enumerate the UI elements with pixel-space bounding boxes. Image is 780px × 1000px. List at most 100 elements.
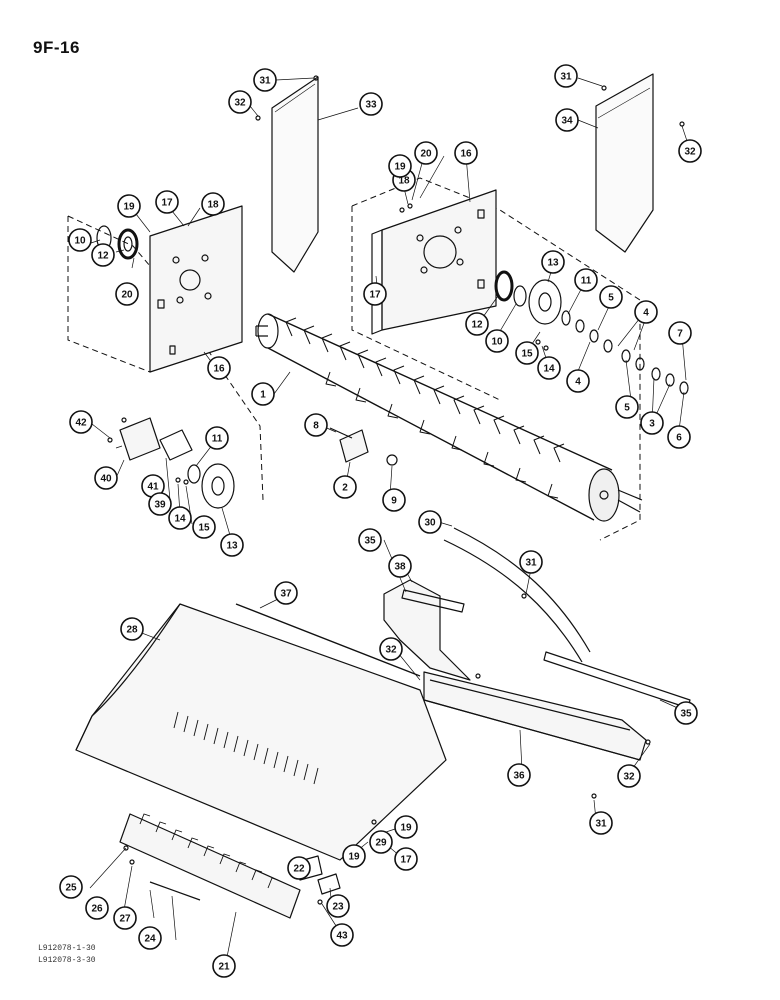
callout-circle	[388, 554, 412, 578]
callout-c20a: 20	[115, 282, 139, 306]
callout-label: 13	[226, 541, 238, 552]
callout-label: 30	[424, 518, 436, 529]
nut-9	[386, 454, 398, 466]
callout-label: 17	[400, 855, 412, 866]
callout-label: 34	[561, 116, 573, 127]
callout-c7: 7	[668, 321, 692, 345]
callout-c38: 38	[388, 554, 412, 578]
callout-c4a: 4	[566, 369, 590, 393]
callout-c16a: 16	[207, 356, 231, 380]
callout-label: 20	[121, 290, 133, 301]
callout-circle	[541, 250, 565, 274]
block-23	[317, 873, 341, 895]
callout-circle	[465, 312, 489, 336]
callout-circle	[69, 410, 93, 434]
callout-c1: 1	[251, 382, 275, 406]
callout-label: 31	[560, 72, 572, 83]
callout-circle	[251, 382, 275, 406]
callout-label: 15	[198, 523, 210, 534]
callout-c23: 23	[326, 894, 350, 918]
callout-label: 16	[460, 149, 472, 160]
side-plate-16-left	[149, 205, 243, 373]
callout-c14b: 14	[168, 506, 192, 530]
callout-label: 18	[207, 200, 219, 211]
cover-plate-35a	[401, 589, 465, 613]
bearing-insert-11	[187, 464, 201, 484]
callout-label: 31	[595, 819, 607, 830]
callout-label: 16	[213, 364, 225, 375]
callout-c4b: 4	[634, 300, 658, 324]
callout-c34: 34	[555, 108, 579, 132]
callout-label: 32	[385, 645, 397, 656]
callout-c27: 27	[113, 906, 137, 930]
callout-circle	[304, 413, 328, 437]
callout-circle	[589, 811, 613, 835]
callout-c10a: 10	[68, 228, 92, 252]
callout-circle	[358, 528, 382, 552]
callout-label: 32	[234, 98, 246, 109]
callout-label: 25	[65, 883, 77, 894]
callout-circle	[330, 923, 354, 947]
callout-label: 29	[375, 838, 387, 849]
callout-c31c: 31	[519, 550, 543, 574]
callout-c3: 3	[640, 411, 664, 435]
callout-circle	[68, 228, 92, 252]
callout-c11b: 11	[205, 426, 229, 450]
callout-circle	[333, 475, 357, 499]
callout-circle	[519, 550, 543, 574]
callout-label: 33	[365, 100, 377, 111]
callout-label: 5	[608, 293, 614, 304]
callout-circle	[148, 492, 172, 516]
callout-c17a: 17	[155, 190, 179, 214]
callout-c8: 8	[304, 413, 328, 437]
callout-circle	[554, 64, 578, 88]
callout-label: 40	[100, 474, 112, 485]
callout-label: 37	[280, 589, 292, 600]
rod-24	[149, 881, 201, 901]
callout-label: 35	[680, 709, 692, 720]
callout-c15b: 15	[192, 515, 216, 539]
callout-c31b: 31	[554, 64, 578, 88]
callout-c32b: 32	[678, 139, 702, 163]
callout-circle	[205, 426, 229, 450]
callout-label: 2	[342, 483, 348, 494]
callout-c32c: 32	[379, 637, 403, 661]
callout-c31d: 31	[589, 811, 613, 835]
strap-30	[443, 527, 591, 663]
callout-circle	[359, 92, 383, 116]
side-panel-33	[271, 76, 319, 273]
callout-circle	[454, 141, 478, 165]
callout-label: 10	[74, 236, 86, 247]
callout-c12a: 12	[91, 243, 115, 267]
callout-label: 24	[144, 934, 156, 945]
callout-c25: 25	[59, 875, 83, 899]
callout-label: 5	[624, 403, 630, 414]
callout-circle	[117, 194, 141, 218]
bearing-housing-41	[119, 417, 161, 461]
callout-c15a: 15	[515, 341, 539, 365]
callout-label: 17	[161, 198, 173, 209]
callout-c39: 39	[148, 492, 172, 516]
bolt-8	[329, 427, 353, 439]
callout-c12b: 12	[465, 312, 489, 336]
callout-c32a: 32	[228, 90, 252, 114]
callout-c43: 43	[330, 923, 354, 947]
callout-label: 14	[543, 364, 555, 375]
rotor-shaft-left	[255, 325, 268, 337]
callout-label: 12	[471, 320, 483, 331]
callout-label: 42	[75, 418, 87, 429]
callout-c17b: 17	[363, 282, 387, 306]
callout-circle	[342, 844, 366, 868]
callout-c2: 2	[333, 475, 357, 499]
callout-circle	[207, 356, 231, 380]
callout-circle	[599, 285, 623, 309]
callout-label: 35	[364, 536, 376, 547]
callout-circle	[418, 510, 442, 534]
flange-13-right	[528, 279, 562, 325]
callout-label: 17	[369, 290, 381, 301]
callout-label: 38	[394, 562, 406, 573]
callout-circle	[253, 68, 277, 92]
callout-circle	[674, 701, 698, 725]
callout-label: 6	[676, 433, 682, 444]
callout-circle	[555, 108, 579, 132]
